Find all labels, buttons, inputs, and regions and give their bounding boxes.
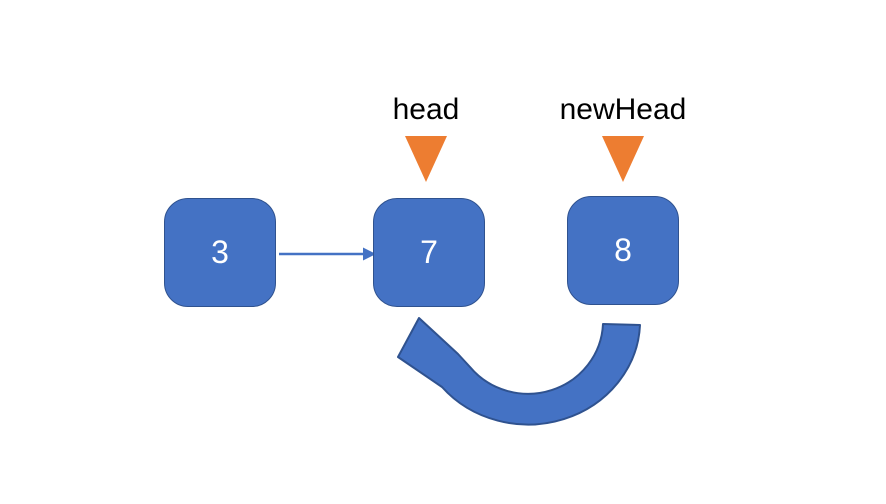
next-arrow-3-to-7 xyxy=(279,247,376,261)
node-value: 7 xyxy=(420,234,438,270)
reverse-arrow-8-to-7 xyxy=(397,317,641,426)
head-pointer: head xyxy=(356,92,496,182)
node-value: 3 xyxy=(211,234,229,270)
list-node-3: 3 xyxy=(164,198,276,307)
node-value: 8 xyxy=(614,232,632,268)
list-node-8: 8 xyxy=(567,196,679,305)
newhead-pointer-label: newHead xyxy=(559,93,687,126)
head-pointer-marker-icon xyxy=(405,136,447,182)
head-pointer-label: head xyxy=(392,93,460,126)
list-node-7: 7 xyxy=(373,198,485,307)
newhead-pointer-marker-icon xyxy=(602,136,644,182)
newhead-pointer: newHead xyxy=(553,92,693,182)
